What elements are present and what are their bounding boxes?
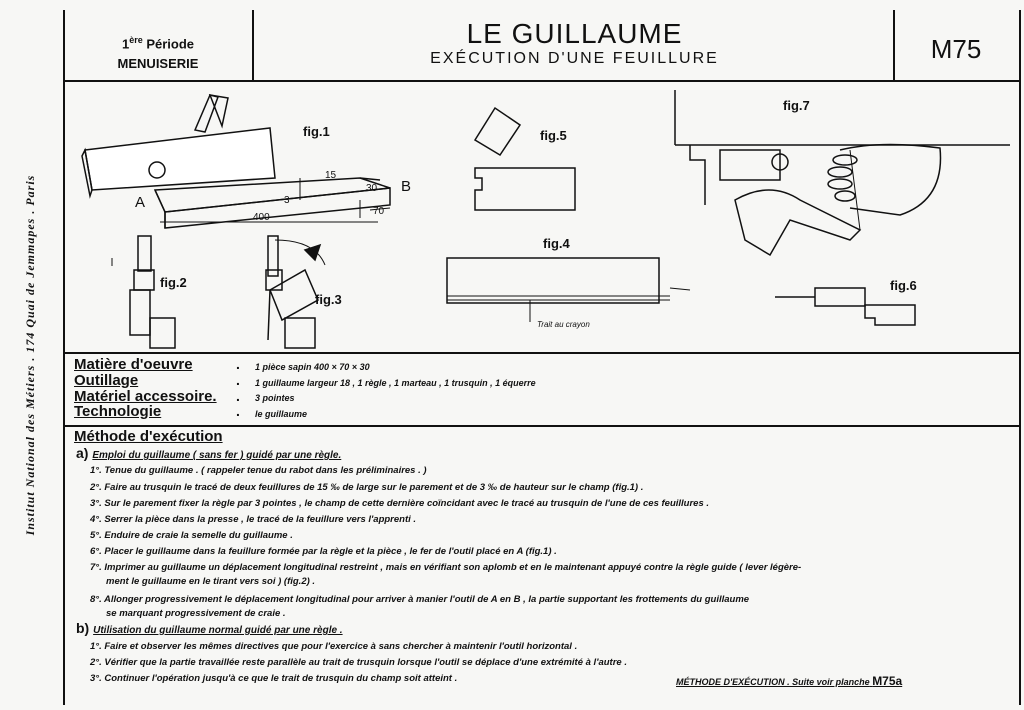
method-title: Méthode d'exécution: [74, 428, 223, 445]
page-subtitle: EXÉCUTION D'UNE FEUILLURE: [430, 50, 719, 67]
header-divider: [63, 80, 1021, 82]
step-a-7-cont: ment le guillaume en le tirant vers soi …: [106, 576, 316, 587]
step-b-1: 1°. Faire et observer les mêmes directiv…: [90, 641, 578, 652]
section-b-letter: b): [76, 620, 90, 636]
period-number: 1: [121, 36, 130, 52]
material-value: 1 pièce sapin 400 × 70 × 30: [255, 362, 370, 372]
fig3-label: fig.3: [315, 292, 342, 307]
fig3-drawing: [265, 235, 326, 349]
fig7-drawing: [674, 90, 1010, 257]
right-border: [1019, 10, 1021, 705]
footer-reference: MÉTHODE D'EXÉCUTION . Suite voir planche…: [676, 674, 902, 688]
technology-dot: .: [236, 403, 240, 419]
fig6-drawing: [775, 287, 916, 326]
step-a-5: 5°. Enduire de craie la semelle du guill…: [90, 530, 293, 541]
fig1-label: fig.1: [303, 124, 330, 139]
accessory-value: 3 pointes: [255, 393, 295, 403]
period-word: Période: [146, 36, 195, 52]
material-dot: .: [236, 356, 240, 372]
section-a-letter: a): [76, 445, 89, 461]
trait-crayon-label: Trait au crayon: [537, 320, 590, 329]
trade-name: MENUISERIE: [117, 56, 199, 72]
step-a-4: 4°. Serrer la pièce dans la presse , le …: [90, 514, 417, 525]
point-a-label: A: [135, 194, 146, 211]
technology-label: Technologie: [74, 403, 162, 420]
tooling-dot: .: [236, 372, 240, 388]
fig5-drawing: [473, 106, 576, 211]
section-b-title: Utilisation du guillaume normal guidé pa…: [93, 625, 343, 636]
figures-divider: [63, 352, 1021, 354]
section-a-title: Emploi du guillaume ( sans fer ) guidé p…: [92, 450, 342, 461]
dim-3: 3: [284, 195, 290, 206]
step-b-2: 2°. Vérifier que la partie travaillée re…: [90, 657, 627, 668]
fig2-label: fig.2: [160, 275, 187, 290]
dim-15: 15: [325, 170, 337, 181]
fig5-label: fig.5: [540, 128, 567, 143]
footer-text: MÉTHODE D'EXÉCUTION . Suite voir planche: [676, 677, 870, 687]
fig1-drawing: [81, 94, 391, 229]
materials-divider: [63, 425, 1021, 427]
step-a-7: 7°. Imprimer au guillaume un déplacement…: [90, 562, 802, 573]
step-a-8-cont: se marquant progressivement de craie .: [106, 608, 286, 619]
fig6-label: fig.6: [890, 278, 917, 293]
dim-30: 30: [366, 183, 378, 194]
section-b-heading: b) Utilisation du guillaume normal guidé…: [76, 620, 343, 636]
header-period: 1ère Période MENUISERIE: [68, 30, 248, 74]
footer-code: M75a: [872, 674, 903, 688]
step-b-3: 3°. Continuer l'opération jusqu'à ce que…: [90, 673, 458, 684]
step-a-1: 1°. Tenue du guillaume . ( rappeler tenu…: [90, 465, 427, 476]
accessory-label: Matériel accessoire.: [74, 388, 217, 405]
fig4-label: fig.4: [543, 236, 570, 251]
section-a-heading: a) Emploi du guillaume ( sans fer ) guid…: [76, 445, 341, 461]
step-a-2: 2°. Faire au trusquin le tracé de deux f…: [90, 482, 644, 493]
period-superscript: ère: [129, 35, 143, 45]
dim-400: 400: [253, 212, 270, 223]
header-title-block: LE GUILLAUME EXÉCUTION D'UNE FEUILLURE: [262, 18, 887, 68]
technology-value: le guillaume: [255, 409, 308, 419]
fig4-drawing: [446, 257, 691, 322]
accessory-dot: .: [236, 388, 240, 404]
page-title: LE GUILLAUME: [466, 18, 683, 49]
step-a-8: 8°. Allonger progressivement le déplacem…: [90, 594, 750, 605]
header-sep-2: [893, 10, 895, 80]
material-label: Matière d'oeuvre: [74, 356, 193, 373]
header-sep-1: [252, 10, 254, 80]
step-a-3: 3°. Sur le parement fixer la règle par 3…: [90, 498, 710, 509]
step-a-6: 6°. Placer le guillaume dans la feuillur…: [90, 546, 557, 557]
sheet-code: M75: [930, 34, 982, 64]
tooling-label: Outillage: [74, 372, 139, 389]
point-b-label: B: [401, 178, 412, 195]
fig7-label: fig.7: [783, 98, 810, 113]
tooling-value: 1 guillaume largeur 18 , 1 règle , 1 mar…: [255, 378, 536, 388]
fig2-drawing: [111, 235, 176, 349]
dim-70: 70: [373, 206, 385, 217]
left-border: [63, 10, 65, 705]
